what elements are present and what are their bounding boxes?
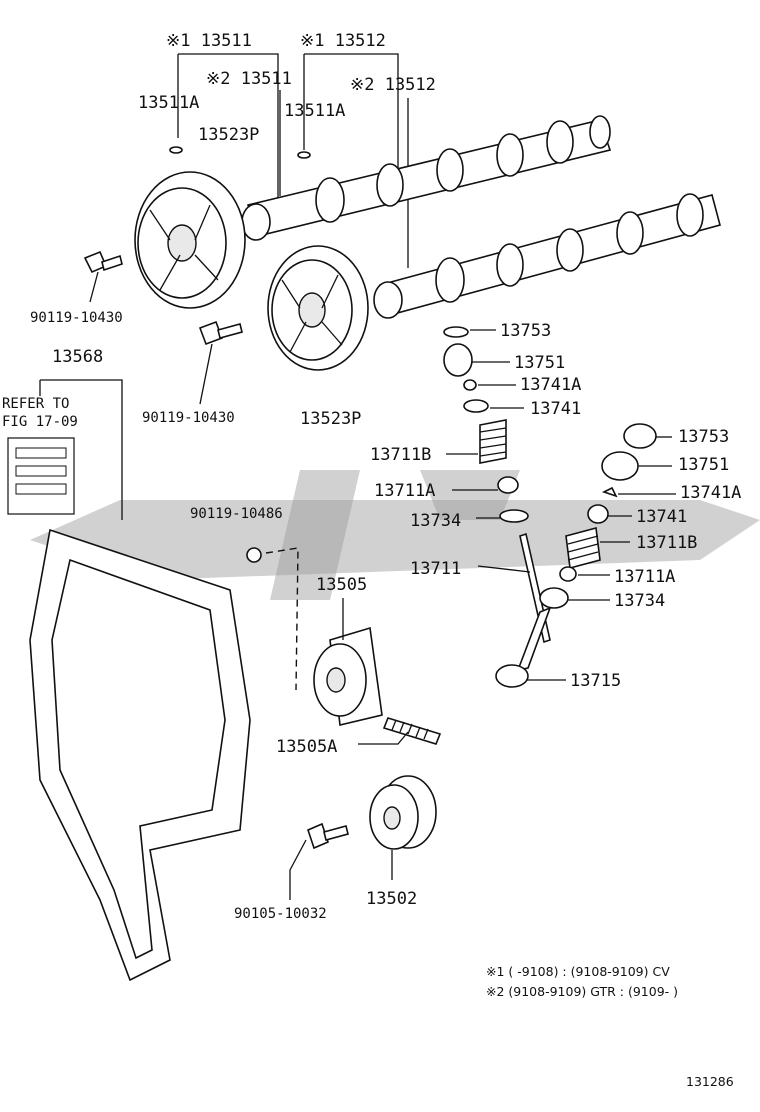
label-13711a-a: 13711A [374, 481, 435, 501]
timing-belt [29, 528, 251, 982]
bolt-90119-10430-a [83, 250, 123, 303]
camshaft-pulley-lower [267, 245, 369, 371]
camshaft-pulley-upper [134, 171, 246, 309]
label-13741-a: 13741 [530, 399, 581, 419]
label-13505: 13505 [316, 575, 367, 595]
note-1: ※1 ( -9108) : (9108-9109) CV [486, 964, 670, 979]
label-13523p-top: 13523P [198, 125, 259, 145]
tensioner-13505 [313, 598, 383, 726]
label-13511a-right: 13511A [284, 101, 345, 121]
label-refer-line2: FIG 17-09 [2, 414, 78, 430]
label-13711a-b: 13711A [614, 567, 675, 587]
key-13511a-left [169, 146, 183, 154]
figure-number: 131286 [686, 1074, 734, 1089]
bolt-90105-10032 [289, 822, 349, 900]
label-13511a-left: 13511A [138, 93, 199, 113]
belt-callout [39, 379, 123, 520]
bolt-90119-10430-b [198, 320, 243, 405]
camshaft-lower [373, 193, 721, 319]
refer-figure-box [7, 437, 75, 515]
label-g1-13512: ※1 13512 [300, 31, 386, 51]
note-2: ※2 (9108-9109) GTR : (9109- ) [486, 984, 678, 999]
idler-pulley-13502 [369, 775, 437, 880]
label-13741-b: 13741 [636, 507, 687, 527]
label-90105-10032: 90105-10032 [234, 906, 327, 922]
label-13751-a: 13751 [514, 353, 565, 373]
label-13753-a: 13753 [500, 321, 551, 341]
label-13568: 13568 [52, 347, 103, 367]
label-13741a-b: 13741A [680, 483, 741, 503]
label-13505a: 13505A [276, 737, 337, 757]
tension-spring-13505a [358, 717, 442, 745]
label-g2-13512: ※2 13512 [350, 75, 436, 95]
label-13523p-bottom: 13523P [300, 409, 361, 429]
label-90119-10486: 90119-10486 [190, 506, 283, 522]
valve-train-b [495, 423, 676, 688]
label-13715: 13715 [570, 671, 621, 691]
label-13734-a: 13734 [410, 511, 461, 531]
label-13711: 13711 [410, 559, 461, 579]
label-13711b-b: 13711B [636, 533, 697, 553]
label-90119-10430-b: 90119-10430 [142, 410, 235, 426]
label-g1-13511: ※1 13511 [166, 31, 252, 51]
washer-90119-10486 [246, 547, 262, 563]
label-13751-b: 13751 [678, 455, 729, 475]
label-13741a-a: 13741A [520, 375, 581, 395]
key-13511a-right [297, 151, 311, 159]
callout-brackets [177, 53, 409, 268]
label-g2-13511: ※2 13511 [206, 69, 292, 89]
label-refer-line1: REFER TO [2, 396, 69, 412]
label-13734-b: 13734 [614, 591, 665, 611]
label-13753-b: 13753 [678, 427, 729, 447]
label-13711b-a: 13711B [370, 445, 431, 465]
camshaft-upper [241, 115, 612, 241]
label-90119-10430-a: 90119-10430 [30, 310, 123, 326]
label-13502: 13502 [366, 889, 417, 909]
